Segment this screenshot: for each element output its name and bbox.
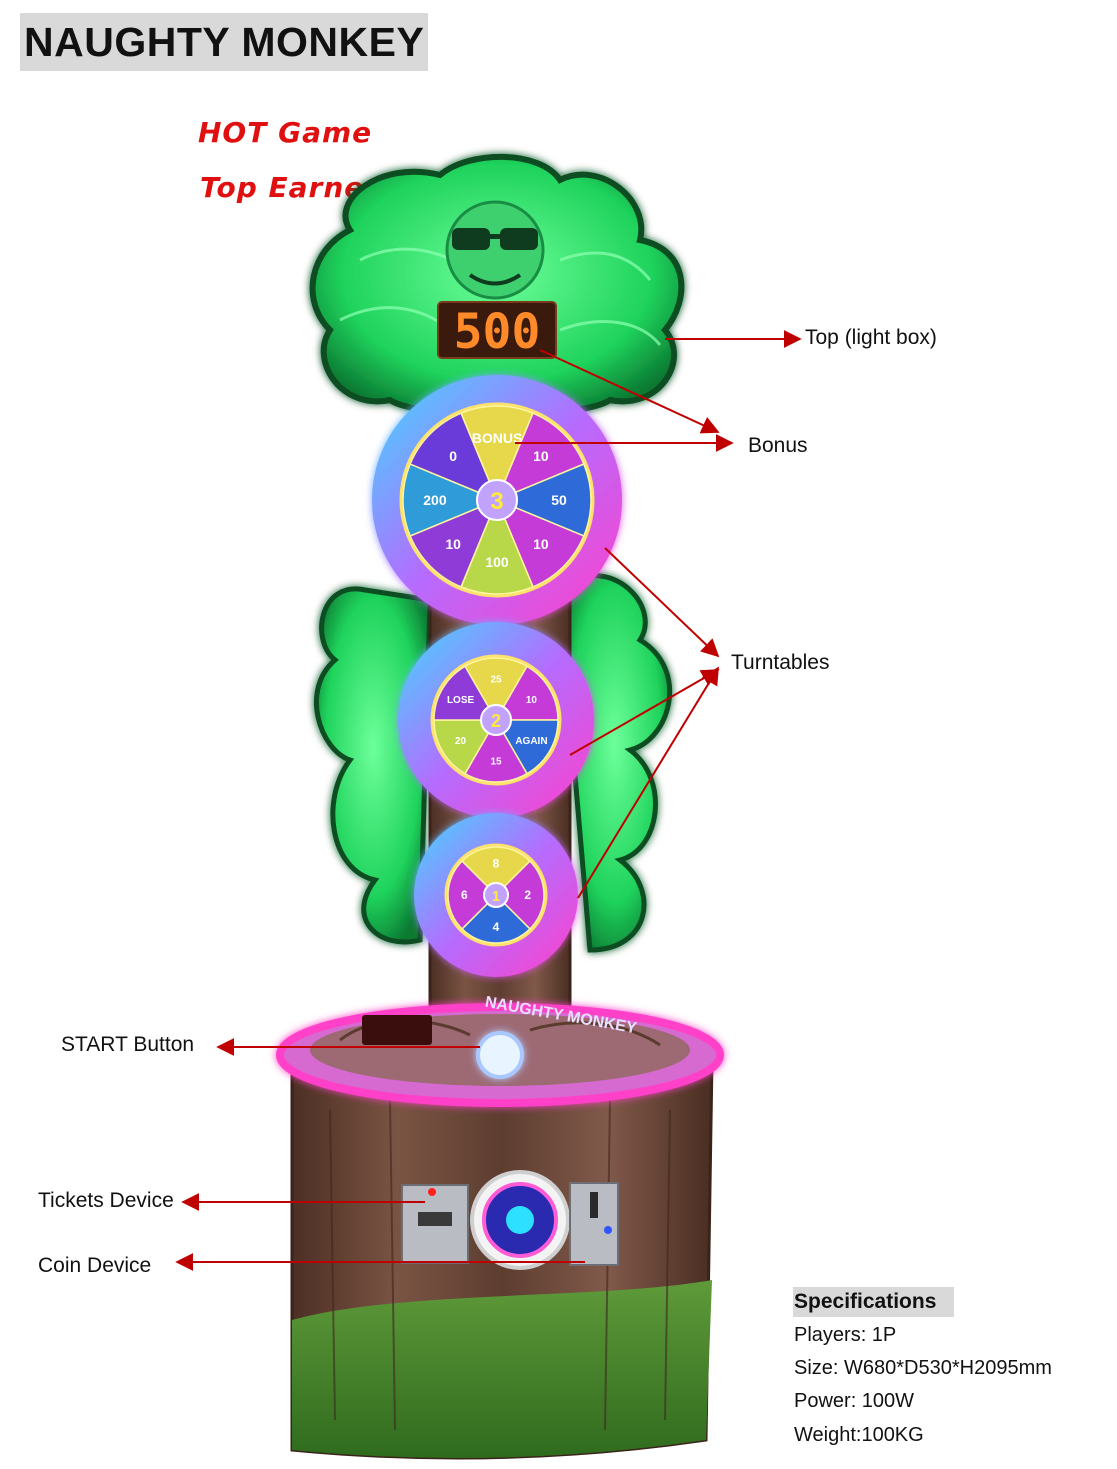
start-button[interactable] <box>476 1031 524 1079</box>
wheel-small-segment <box>494 859 545 931</box>
callout-arrows <box>175 330 802 1271</box>
score-display-number: 500 <box>454 304 541 360</box>
wheel-large-segment <box>402 463 499 537</box>
arrow-turntable-2 <box>569 669 720 756</box>
wheel-large-segment-label: 10 <box>445 536 461 552</box>
spec-size: Size: W680*D530*H2095mm <box>794 1357 1052 1379</box>
wheel-medium-segment-label: LOSE <box>447 695 475 706</box>
spec-power: Power: 100W <box>794 1390 915 1412</box>
callout-turntables: Turntables <box>731 651 830 674</box>
monkey-face-icon <box>445 200 545 300</box>
wheel-small-segment <box>447 859 498 931</box>
speaker-icon <box>470 1170 570 1270</box>
wheel-large-segment-label: 10 <box>533 448 549 464</box>
right-leaf-panel <box>557 572 673 953</box>
wheel-medium-segment-label: 15 <box>490 756 502 767</box>
wheel-medium-segment-label: AGAIN <box>515 736 547 747</box>
wheel-medium-center: 2 <box>491 711 501 731</box>
wheel-large-segment-label: 10 <box>533 536 549 552</box>
wheel-large-segment <box>460 498 534 595</box>
arrow-turntable-1 <box>604 547 720 658</box>
wheel-large-segment <box>495 463 592 537</box>
wheel-large-segment <box>409 498 499 588</box>
wheel-medium-hub <box>480 704 512 736</box>
top-light-box: 500 <box>309 153 685 418</box>
turntable-small: 8 2 4 6 1 <box>414 813 578 977</box>
wheel-medium-segment <box>463 718 529 783</box>
arrow-bonus-1 <box>539 349 720 434</box>
wheel-large-center: 3 <box>490 488 503 515</box>
callout-bonus: Bonus <box>748 434 808 457</box>
wheel-small-center: 1 <box>492 888 500 905</box>
callout-start: START Button <box>61 1033 195 1056</box>
wheel-large-segment <box>460 405 534 502</box>
wheel-large-segment <box>495 412 585 502</box>
wheel-small-segment-label: 8 <box>493 857 500 871</box>
wheel-medium-segment-label: 25 <box>490 675 502 686</box>
callout-top: Top (light box) <box>805 326 937 349</box>
wheel-small-segment-label: 2 <box>524 888 531 902</box>
callout-coin: Coin Device <box>38 1254 152 1277</box>
callout-tickets: Tickets Device <box>38 1189 174 1212</box>
wheel-large-segment-label: 50 <box>551 492 567 508</box>
specs-heading: Specifications <box>793 1287 954 1317</box>
wheel-medium-segment <box>433 719 498 775</box>
coin-device <box>569 1182 619 1266</box>
hot-game-tag: HOT Game <box>198 116 373 149</box>
wheel-medium-segment <box>494 719 559 775</box>
wheel-medium-segment <box>494 665 559 721</box>
score-display <box>437 301 557 359</box>
credit-display <box>362 1015 432 1045</box>
spec-players: Players: 1P <box>794 1324 897 1346</box>
wheel-small-segment <box>460 893 532 944</box>
left-leaf-panel <box>314 586 433 945</box>
wheel-large-segment-label: 0 <box>449 448 457 464</box>
ticket-device <box>401 1184 469 1264</box>
wheel-medium-segment-label: 10 <box>526 695 538 706</box>
wheel-large-segment <box>495 498 585 588</box>
wheel-small-hub <box>483 882 509 908</box>
wheel-large-segment-label: 100 <box>485 554 509 570</box>
wheel-small-segment-label: 4 <box>493 920 500 934</box>
wheel-large-segment <box>409 412 499 502</box>
wheel-large-hub <box>476 479 518 521</box>
spec-weight: Weight:100KG <box>794 1424 924 1446</box>
wheel-large-segment-label: 200 <box>423 492 447 508</box>
wheel-medium-segment <box>463 657 529 722</box>
wheel-medium-segment <box>433 665 498 721</box>
wheel-small-segment <box>460 846 532 897</box>
wheel-small-segment-label: 6 <box>461 888 468 902</box>
page-title: NAUGHTY MONKEY <box>20 13 429 71</box>
base-cabinet: NAUGHTY MONKEY <box>276 994 724 1460</box>
turntable-large: BONUS 10 50 10 100 10 200 0 3 <box>372 375 622 625</box>
wheel-large-segment-label: BONUS <box>472 430 523 446</box>
arrow-turntable-3 <box>577 666 719 899</box>
wheel-medium-segment-label: 20 <box>455 736 467 747</box>
